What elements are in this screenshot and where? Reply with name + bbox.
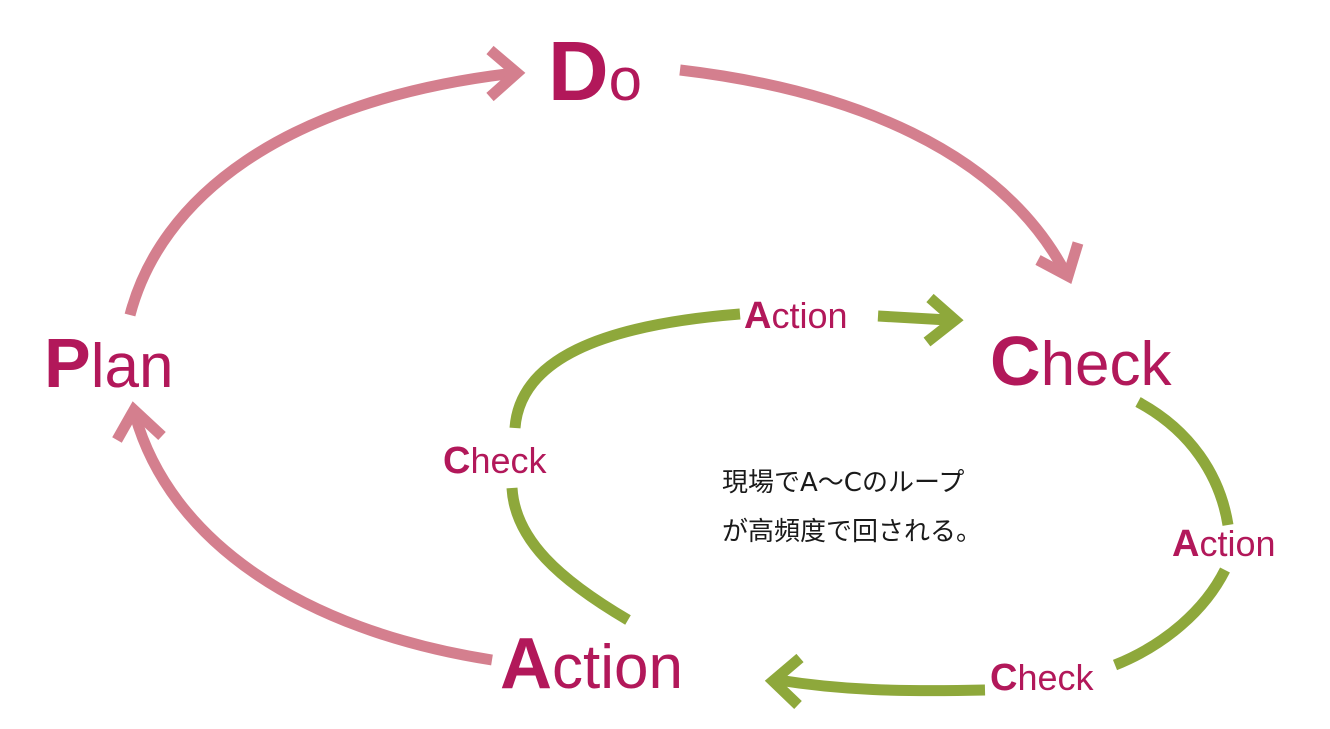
label-check-main-initial: C [990, 322, 1041, 400]
label-check-main-rest: heck [1041, 330, 1173, 399]
label-inner-check-bottom-initial: C [990, 657, 1017, 699]
arrowhead-inner-action [764, 653, 804, 709]
label-check-main: Check [990, 322, 1173, 400]
arrowhead-do [486, 45, 526, 102]
arrow-check-left-to-action-top [509, 308, 741, 429]
arrow-action-top-to-check [877, 310, 949, 326]
arrow-action-right-to-check-bottom [1112, 567, 1230, 671]
label-inner-check-bottom-rest: heck [1017, 657, 1094, 698]
arrow-check-to-action-right [1135, 397, 1234, 526]
note-line-1: 現場でA～Cのループ [722, 468, 964, 498]
label-do-initial: D [548, 24, 609, 118]
label-action-main-rest: ction [552, 633, 683, 702]
label-plan-initial: P [44, 324, 91, 402]
arrow-plan-to-do [124, 67, 516, 317]
label-inner-action-right-rest: ction [1199, 523, 1275, 564]
arrow-action-to-plan [129, 413, 493, 666]
label-do-rest: o [609, 46, 642, 113]
arrow-do-to-check [679, 64, 1070, 275]
arrowhead-inner-check [923, 293, 964, 347]
label-inner-action-top: Action [744, 295, 848, 337]
label-plan-rest: lan [91, 332, 174, 401]
label-inner-check-bottom: Check [990, 657, 1094, 699]
label-inner-action-right: Action [1172, 523, 1276, 565]
label-do: Do [548, 24, 642, 118]
label-plan: Plan [44, 324, 173, 402]
note-line-2: が高頻度で回される。 [722, 517, 982, 547]
label-inner-check-left-rest: heck [470, 440, 547, 481]
arrowhead-check [1035, 241, 1084, 285]
label-inner-action-right-initial: A [1172, 523, 1199, 565]
arrowhead-plan [112, 401, 166, 443]
label-inner-check-left: Check [443, 440, 547, 482]
arrow-check-bottom-to-action [777, 674, 986, 697]
label-action-main: Action [500, 624, 683, 704]
label-inner-action-top-rest: ction [771, 295, 847, 336]
label-inner-check-left-initial: C [443, 440, 470, 482]
arrow-action-to-check-left [506, 487, 631, 625]
label-action-main-initial: A [500, 624, 552, 704]
label-inner-action-top-initial: A [744, 295, 771, 337]
